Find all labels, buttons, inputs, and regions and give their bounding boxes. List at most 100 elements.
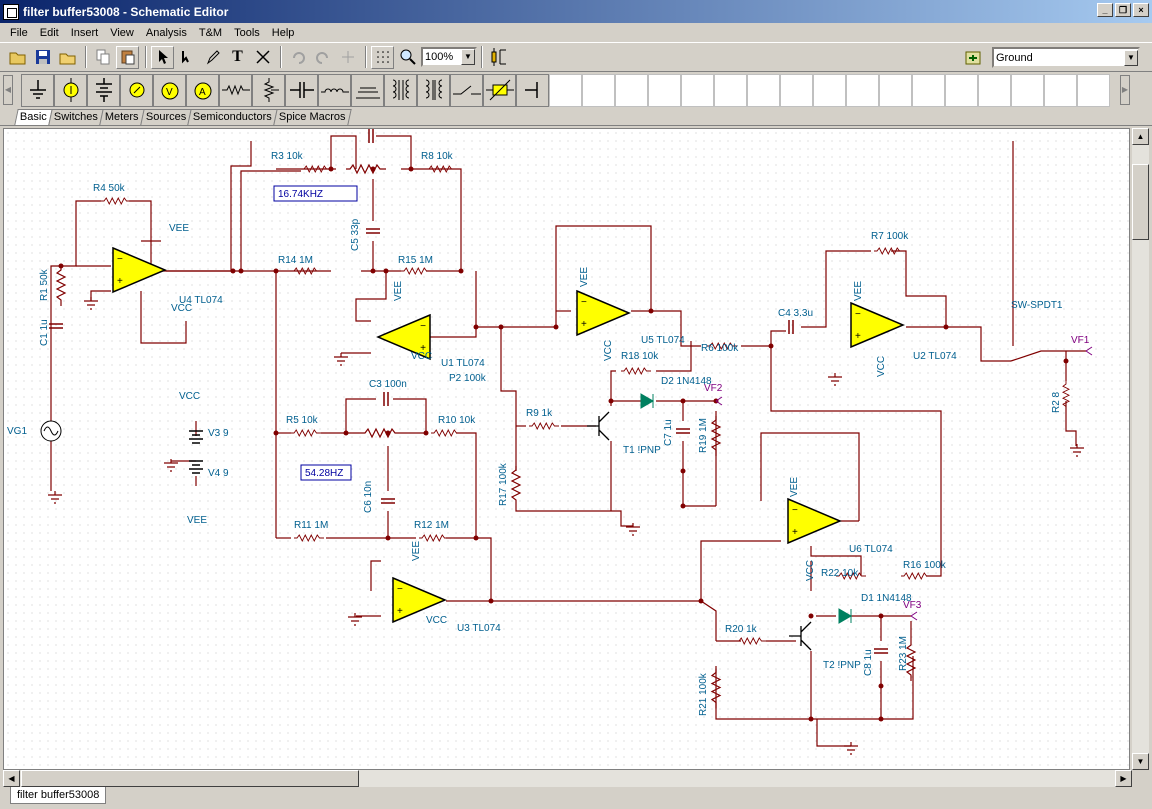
menu-tools[interactable]: Tools	[234, 26, 260, 39]
wire	[610, 370, 616, 406]
menu-view[interactable]: View	[110, 26, 134, 39]
empty-slot[interactable]	[615, 73, 648, 107]
empty-slot[interactable]	[945, 73, 978, 107]
scroll-down-icon[interactable]: ▼	[1132, 753, 1149, 770]
coupled-inductor-icon[interactable]	[384, 73, 417, 107]
open-folder-icon[interactable]	[6, 46, 29, 69]
open-file-icon[interactable]	[56, 46, 79, 69]
empty-slot[interactable]	[780, 73, 813, 107]
junction-dot	[878, 613, 884, 619]
menu-insert[interactable]: Insert	[70, 26, 99, 39]
vertical-scrollbar[interactable]: ▲ ▼	[1132, 128, 1149, 770]
empty-slot[interactable]	[582, 73, 615, 107]
text-tool-icon[interactable]: T	[232, 48, 243, 65]
empty-slot[interactable]	[879, 73, 912, 107]
zoom-icon[interactable]	[396, 46, 419, 69]
current-source-icon[interactable]	[120, 73, 153, 107]
empty-slot[interactable]	[681, 73, 714, 107]
label-r10: R10 10k	[438, 415, 476, 426]
junction-dot	[768, 343, 774, 349]
label-vcc6: VCC	[805, 560, 816, 581]
ideal-transformer-icon[interactable]	[417, 73, 450, 107]
copy-icon[interactable]	[91, 46, 114, 69]
tab-semiconductors[interactable]: Semiconductors	[187, 109, 278, 125]
varistor-icon[interactable]	[483, 73, 516, 107]
empty-slot[interactable]	[978, 73, 1011, 107]
scroll-right-icon[interactable]: ▶	[1120, 75, 1130, 105]
label-vcc3: VCC	[426, 615, 447, 626]
label-vee5: VEE	[579, 267, 590, 287]
empty-slot[interactable]	[912, 73, 945, 107]
empty-slot[interactable]	[549, 73, 582, 107]
scroll-right-icon[interactable]: ▶	[1115, 770, 1132, 787]
tab-meters[interactable]: Meters	[99, 109, 145, 125]
paste-icon[interactable]	[116, 45, 139, 69]
tab-switches[interactable]: Switches	[48, 109, 104, 125]
select-arrow-icon[interactable]	[151, 45, 174, 69]
inductor-icon[interactable]	[318, 73, 351, 107]
restore-button[interactable]: ❐	[1115, 3, 1131, 17]
document-tab[interactable]: filter buffer53008	[10, 787, 107, 804]
chevron-down-icon[interactable]: ▼	[461, 49, 475, 65]
resistor-icon[interactable]	[219, 73, 252, 107]
empty-slot[interactable]	[1077, 73, 1110, 107]
terminal-icon[interactable]	[516, 73, 549, 107]
battery-icon[interactable]	[87, 73, 120, 107]
junction-dot	[383, 268, 389, 274]
frequency-box	[273, 185, 358, 202]
empty-slot[interactable]	[747, 73, 780, 107]
vertical-scroll-thumb[interactable]	[1132, 164, 1149, 240]
menu-file[interactable]: File	[10, 26, 28, 39]
voltage-source-icon[interactable]	[54, 73, 87, 107]
tab-basic[interactable]: Basic	[14, 109, 53, 125]
empty-slot[interactable]	[846, 73, 879, 107]
voltmeter-icon[interactable]: V	[153, 73, 186, 107]
scroll-left-icon[interactable]: ◀	[3, 770, 20, 787]
switch-icon[interactable]	[450, 73, 483, 107]
component-properties-icon[interactable]	[487, 46, 510, 69]
component-select[interactable]: Ground▼	[992, 47, 1140, 68]
place-component-icon[interactable]	[962, 46, 985, 69]
label-r9: R9 1k	[526, 408, 553, 419]
scroll-left-icon[interactable]: ◀	[3, 75, 13, 105]
delete-component-icon[interactable]	[251, 46, 274, 69]
capacitor-icon[interactable]	[285, 73, 318, 107]
ground-icon[interactable]	[21, 73, 54, 107]
horizontal-scrollbar[interactable]: ◀ ▶	[3, 770, 1132, 787]
wire	[656, 341, 692, 372]
empty-slot[interactable]	[648, 73, 681, 107]
menu-tm[interactable]: T&M	[198, 26, 223, 39]
empty-slot[interactable]	[1044, 73, 1077, 107]
transformer-icon[interactable]	[351, 73, 384, 107]
grid-icon[interactable]	[371, 45, 394, 69]
label-r4: R4 50k	[93, 183, 126, 194]
empty-slot[interactable]	[714, 73, 747, 107]
menu-help[interactable]: Help	[271, 26, 295, 39]
pencil-icon[interactable]	[201, 46, 224, 69]
horizontal-scroll-thumb[interactable]	[21, 770, 359, 787]
tab-spice-macros[interactable]: Spice Macros	[273, 109, 352, 125]
junction-dot	[230, 268, 236, 274]
empty-slot[interactable]	[813, 73, 846, 107]
wire	[393, 398, 427, 433]
empty-slot[interactable]	[1011, 73, 1044, 107]
close-button[interactable]: ×	[1133, 3, 1149, 17]
title-bar: filter buffer53008 - Schematic Editor _ …	[0, 0, 1152, 23]
tab-sources[interactable]: Sources	[139, 109, 192, 125]
menu-analysis[interactable]: Analysis	[145, 26, 187, 39]
plus-icon[interactable]	[336, 46, 359, 69]
scroll-up-icon[interactable]: ▲	[1132, 128, 1149, 145]
undo-icon[interactable]	[286, 46, 309, 69]
minimize-button[interactable]: _	[1097, 3, 1113, 17]
chevron-down-icon[interactable]: ▼	[1124, 49, 1138, 66]
zoom-select[interactable]: 100%▼	[421, 47, 477, 67]
junction-dot	[553, 324, 559, 330]
save-icon[interactable]	[31, 46, 54, 69]
potentiometer-icon[interactable]	[252, 73, 285, 107]
menu-edit[interactable]: Edit	[39, 26, 59, 39]
wire-select-icon[interactable]	[176, 46, 199, 69]
redo-icon[interactable]	[311, 46, 334, 69]
ammeter-icon[interactable]: A	[186, 73, 219, 107]
